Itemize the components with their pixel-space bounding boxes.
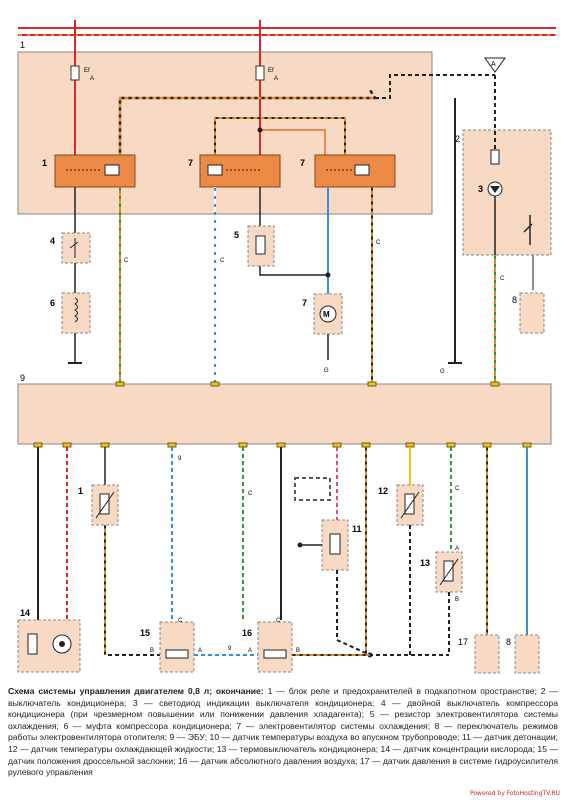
sensor-12-arrow bbox=[400, 491, 420, 519]
sensor-16-label: 16 bbox=[242, 628, 252, 638]
sensor-15-pin-c: C bbox=[178, 618, 183, 624]
pin-8-top-label: 8 bbox=[512, 295, 517, 305]
resistor-5-icon bbox=[255, 235, 266, 255]
pin-17 bbox=[474, 634, 500, 674]
junction-dot bbox=[257, 127, 263, 133]
clutch-6-label: 6 bbox=[50, 298, 55, 308]
fuse-right bbox=[255, 65, 265, 81]
switch-box2-icon bbox=[523, 215, 533, 245]
sensor-16-icon bbox=[263, 649, 287, 659]
sensor-1-icon bbox=[99, 493, 110, 515]
wire-c-relay-right: C bbox=[376, 240, 381, 246]
throttle-sensor-15 bbox=[159, 621, 195, 673]
sensor-15-pin-a: A bbox=[198, 648, 202, 654]
fuse-right-label: Ef bbox=[268, 68, 274, 74]
sensor-15-pin-b: B bbox=[150, 648, 154, 654]
motor-m-glyph: M bbox=[323, 310, 330, 319]
pin-17-label: 17 bbox=[458, 637, 468, 647]
shield-loop-11 bbox=[294, 477, 331, 501]
pin-8-bottom-label: 8 bbox=[506, 637, 511, 647]
relay-left-coil bbox=[104, 164, 120, 176]
antenna-icon bbox=[484, 57, 506, 73]
sensor-1-arrow bbox=[95, 491, 115, 519]
clutch-6 bbox=[61, 292, 91, 334]
figure-caption: Схема системы управления двигателем 0,8 … bbox=[8, 686, 558, 779]
relay-fuse-block-1 bbox=[17, 51, 433, 215]
relay-mid bbox=[199, 154, 281, 188]
wire-c-box2: C bbox=[500, 276, 505, 282]
wire-9-label: 9 bbox=[178, 456, 182, 462]
relay-right-label: 7 bbox=[300, 158, 305, 168]
led-3-triangle bbox=[490, 186, 500, 193]
wire-5-7 bbox=[259, 266, 328, 276]
caption-body: 1 — блок реле и предохранителей в подкап… bbox=[8, 686, 559, 778]
sensor-13-icon bbox=[443, 560, 454, 582]
sensor-13-pin-b: B bbox=[455, 597, 459, 603]
fuse-right-sub: A bbox=[274, 76, 278, 82]
motor-7-label: 7 bbox=[302, 298, 307, 308]
wire-c-relay7: C bbox=[220, 258, 225, 264]
wire-c-13: C bbox=[455, 486, 460, 492]
antenna-letter: A bbox=[491, 61, 496, 68]
relay-right-coil bbox=[354, 164, 370, 176]
watermark-footer: Powered by FotoHostingTV.RU bbox=[469, 790, 560, 797]
sensor-14-resistor bbox=[27, 633, 38, 655]
fuse-left-label: Ef bbox=[84, 68, 90, 74]
pin-8-top bbox=[519, 292, 545, 334]
bus-to-relay-mid-orange bbox=[214, 117, 346, 160]
sensor-15-label: 15 bbox=[140, 628, 150, 638]
wire-9-bottom: 9 bbox=[228, 646, 232, 652]
sensor-12-icon bbox=[404, 493, 415, 515]
sensor-12-label: 12 bbox=[378, 486, 388, 496]
sensor-16-pin-c: C bbox=[276, 618, 281, 624]
sensor-11-label: 11 bbox=[352, 524, 362, 534]
switch-4-icon bbox=[69, 238, 79, 258]
relay-left-label: 1 bbox=[42, 158, 47, 168]
sensor-16-pin-a: A bbox=[248, 648, 252, 654]
ground-g-right-label: G bbox=[440, 369, 445, 375]
wire-c-relay1: C bbox=[124, 258, 129, 264]
sensor-14-label: 14 bbox=[20, 608, 30, 618]
relay-mid-coil bbox=[207, 164, 223, 176]
ecu-block-9 bbox=[17, 383, 552, 445]
ecu-label: 9 bbox=[20, 373, 25, 383]
sensor-16-pin-b: B bbox=[296, 648, 300, 654]
wire-c-16: C bbox=[248, 491, 253, 497]
coil-icon bbox=[74, 297, 78, 323]
junction-11 bbox=[297, 542, 303, 548]
bus-to-antenna bbox=[375, 74, 495, 99]
fuse-left bbox=[70, 65, 80, 81]
caption-title: Схема системы управления двигателем 0,8 … bbox=[8, 686, 264, 696]
bus-dashed-orange bbox=[118, 96, 375, 160]
motor-icon bbox=[319, 305, 337, 323]
fuse-left-sub: A bbox=[90, 76, 94, 82]
switch-4-label: 4 bbox=[50, 236, 55, 246]
wire-sensor1-down bbox=[104, 525, 160, 656]
sensor-1-label: 1 bbox=[78, 486, 83, 496]
ecu-top-pins bbox=[115, 381, 500, 387]
wire-11-down bbox=[336, 570, 371, 656]
resistor-5-label: 5 bbox=[234, 230, 239, 240]
sensor-13-pin-a: A bbox=[455, 546, 459, 552]
sensor-13-label: 13 bbox=[420, 558, 430, 568]
sensor-15-icon bbox=[165, 649, 189, 659]
sensor-13-arrow bbox=[439, 558, 459, 586]
pin-8-bottom bbox=[514, 634, 540, 674]
map-sensor-16 bbox=[257, 621, 293, 673]
ac-switch-box-2 bbox=[462, 129, 552, 256]
sensor-14-core bbox=[59, 641, 65, 647]
junction-motor bbox=[325, 272, 331, 278]
relay-mid-label: 7 bbox=[188, 158, 193, 168]
block-1-label: 1 bbox=[20, 40, 25, 50]
relay-left bbox=[54, 154, 136, 188]
led-3-label: 3 bbox=[478, 184, 483, 194]
switch-4 bbox=[61, 232, 91, 264]
wiring-diagram: 1 Ef A Ef A 1 7 7 A 2 3 C 8 G bbox=[17, 20, 556, 674]
box-2-label: 2 bbox=[455, 134, 460, 144]
resistor-box2 bbox=[490, 149, 500, 165]
ground-g-motor-label: G bbox=[324, 368, 329, 374]
wire-orange-relay-right bbox=[260, 129, 326, 160]
sensor-11-icon bbox=[329, 533, 341, 555]
